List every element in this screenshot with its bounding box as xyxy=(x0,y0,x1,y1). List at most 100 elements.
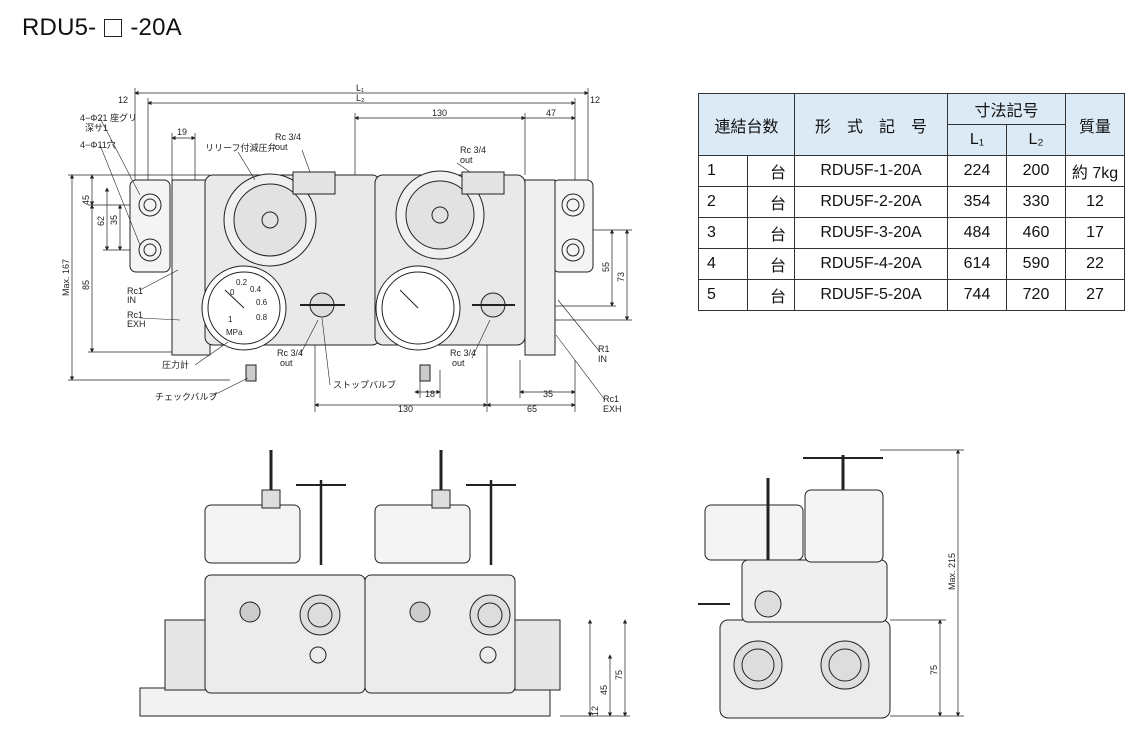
front-valve-icon xyxy=(409,601,431,623)
cell-count: 4 xyxy=(698,248,748,280)
cell-l2: 460 xyxy=(1006,217,1066,249)
side-view xyxy=(698,449,964,719)
cell-l2: 590 xyxy=(1006,248,1066,280)
cell-mass: 22 xyxy=(1065,248,1125,280)
label-in-a: IN xyxy=(127,295,136,305)
table-row: 2 台 RDU5F-2-20A 354 330 12 xyxy=(698,186,1125,218)
gauge-scale-0-2: 0.2 xyxy=(236,278,248,287)
front-regulator-1 xyxy=(204,504,301,564)
label-relief-valve: リリーフ付減圧弁 xyxy=(205,142,276,153)
cell-unit: 台 xyxy=(747,155,795,187)
front-dim-45: 45 xyxy=(599,685,609,695)
table-row: 1 台 RDU5F-1-20A 224 200 約 7kg xyxy=(698,155,1125,187)
front-view-labels: 75 45 12 xyxy=(590,670,624,716)
cell-model: RDU5F-4-20A xyxy=(794,248,948,280)
cell-mass: 約 7kg xyxy=(1065,155,1125,187)
header-l1: L₁ xyxy=(947,124,1007,156)
dim-65: 65 xyxy=(527,404,537,414)
mount-hole-icon xyxy=(138,193,162,217)
label-rc34-b: Rc 3/4 xyxy=(460,145,486,155)
label-rc34-d: Rc 3/4 xyxy=(450,348,476,358)
front-port-icon xyxy=(469,594,511,636)
dim-12-right: 12 xyxy=(590,95,600,105)
side-view-labels: Max. 215 75 xyxy=(929,553,957,675)
label-hole: 4−Φ11穴 xyxy=(80,139,116,150)
gauge-scale-1: 1 xyxy=(228,315,233,324)
dim-18: 18 xyxy=(425,389,435,399)
gauge-unit: MPa xyxy=(226,328,243,337)
mount-hole-icon xyxy=(561,193,585,217)
cell-l2: 720 xyxy=(1006,279,1066,311)
side-valve-icon xyxy=(754,590,782,618)
table-row: 3 台 RDU5F-3-20A 484 460 17 xyxy=(698,217,1125,249)
label-depth: 深サ1 xyxy=(85,123,108,133)
cell-unit: 台 xyxy=(747,248,795,280)
dim-max-167: Max. 167 xyxy=(61,259,71,296)
dim-45: 45 xyxy=(81,195,91,205)
cell-mass: 27 xyxy=(1065,279,1125,311)
table-row: 5 台 RDU5F-5-20A 744 720 27 xyxy=(698,279,1125,311)
label-out-a: out xyxy=(275,142,288,152)
header-model: 形 式 記 号 xyxy=(794,93,948,156)
cell-unit: 台 xyxy=(747,279,795,311)
label-rc1-exh: Rc1 xyxy=(127,310,143,320)
cell-model: RDU5F-3-20A xyxy=(794,217,948,249)
gauge-scale-0-8: 0.8 xyxy=(256,313,268,322)
dim-l1: L₁ xyxy=(356,83,364,93)
dim-12-left: 12 xyxy=(118,95,128,105)
dim-130-top: 130 xyxy=(432,108,447,118)
mount-hole-icon xyxy=(138,238,162,262)
label-pressure-gauge: 圧力計 xyxy=(162,359,189,370)
cell-l1: 224 xyxy=(947,155,1007,187)
left-bracket xyxy=(129,179,171,273)
cell-l1: 614 xyxy=(947,248,1007,280)
dim-130-bottom: 130 xyxy=(398,404,413,414)
label-rc34-a: Rc 3/4 xyxy=(275,132,301,142)
cell-count: 1 xyxy=(698,155,748,187)
dim-35-bottom: 35 xyxy=(543,389,553,399)
title-suffix: -20A xyxy=(130,14,182,41)
front-unit-1 xyxy=(204,574,366,694)
dim-19: 19 xyxy=(177,127,187,137)
model-placeholder-box xyxy=(104,19,123,37)
cell-l2: 330 xyxy=(1006,186,1066,218)
title-prefix: RDU5- xyxy=(22,14,97,41)
cell-mass: 17 xyxy=(1065,217,1125,249)
label-rc34-c: Rc 3/4 xyxy=(277,348,303,358)
header-dims: 寸法記号 xyxy=(947,93,1066,125)
out-port xyxy=(292,171,336,195)
front-right-end xyxy=(514,619,561,691)
cell-mass: 12 xyxy=(1065,186,1125,218)
spec-table: 連結台数 形 式 記 号 寸法記号 質量 L₁ L₂ 1 台 RDU5F-1-2… xyxy=(698,93,1125,311)
mount-hole-icon xyxy=(561,238,585,262)
dim-35: 35 xyxy=(109,215,119,225)
table-row: 4 台 RDU5F-4-20A 614 590 22 xyxy=(698,248,1125,280)
dim-62: 62 xyxy=(96,216,106,226)
dim-47: 47 xyxy=(546,108,556,118)
check-valve-icon xyxy=(419,364,431,382)
cell-model: RDU5F-5-20A xyxy=(794,279,948,311)
front-dim-12: 12 xyxy=(590,706,600,716)
dim-85: 85 xyxy=(81,280,91,290)
front-view xyxy=(139,450,630,717)
cell-model: RDU5F-2-20A xyxy=(794,186,948,218)
header-mass: 質量 xyxy=(1065,93,1125,156)
side-gauge-cover xyxy=(704,504,804,561)
out-port xyxy=(461,171,505,195)
cell-count: 5 xyxy=(698,279,748,311)
label-out-c: out xyxy=(280,358,293,368)
dim-l2: L₂ xyxy=(356,93,365,103)
side-port-icon xyxy=(820,640,870,690)
cell-l1: 744 xyxy=(947,279,1007,311)
front-valve-icon xyxy=(239,601,261,623)
label-stop-valve: ストップバルブ xyxy=(333,379,396,390)
header-units: 連結台数 xyxy=(698,93,795,156)
header-l2: L₂ xyxy=(1006,124,1066,156)
label-rc1-exh-b: Rc1 xyxy=(603,394,619,404)
front-regulator-2 xyxy=(374,504,471,564)
side-port-icon xyxy=(733,640,783,690)
label-r1-in: R1 xyxy=(598,344,610,354)
top-view-labels: L₁ L₂ 12 12 130 47 19 130 18 65 35 45 62… xyxy=(61,83,626,414)
gauge-scale-0-6: 0.6 xyxy=(256,298,268,307)
